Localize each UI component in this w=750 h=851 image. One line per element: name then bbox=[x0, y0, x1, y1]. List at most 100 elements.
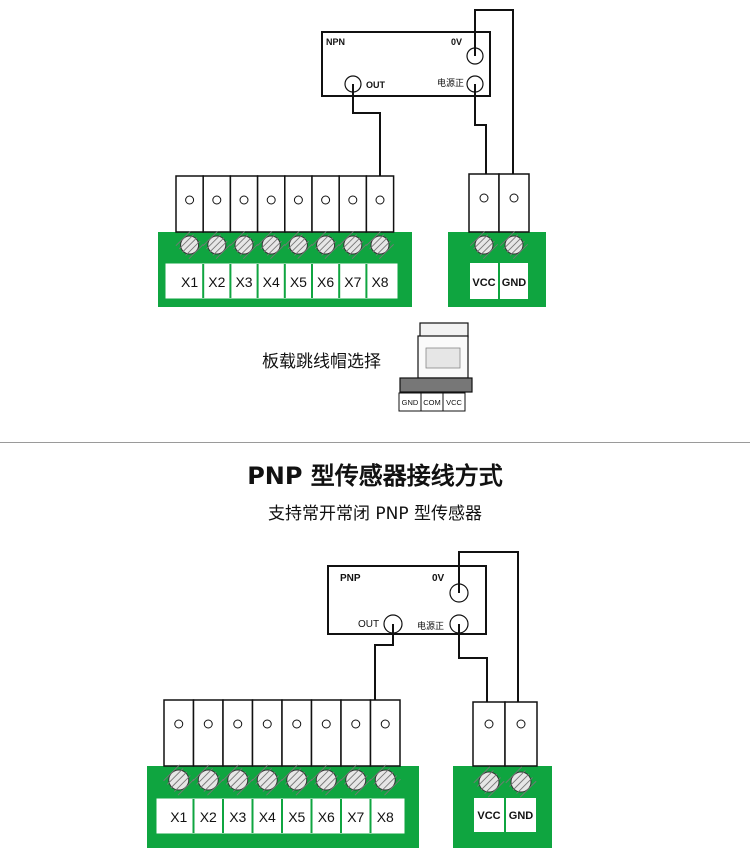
pnp-screw-icon bbox=[473, 766, 505, 798]
pnp-wire-out-x8 bbox=[374, 624, 394, 726]
pnp-pin-hole bbox=[321, 719, 331, 729]
pnp-power-block: VCC GND bbox=[453, 701, 552, 848]
pnp-input-pin bbox=[369, 699, 401, 767]
npn-type-label: NPN bbox=[326, 37, 345, 47]
npn-pin-hole bbox=[293, 195, 303, 205]
npn-power-cell bbox=[500, 263, 528, 299]
npn-terminal-label-x3: X3 bbox=[235, 274, 252, 290]
pnp-input-pin bbox=[163, 699, 195, 767]
jumper-label-vcc: VCC bbox=[446, 398, 462, 407]
pnp-pin-hole bbox=[351, 719, 361, 729]
npn-screw-icon bbox=[175, 231, 204, 259]
npn-terminal-label-x8: X8 bbox=[371, 274, 388, 290]
pnp-screw-icon bbox=[340, 764, 372, 796]
jumper-block: GND COM VCC bbox=[398, 322, 473, 412]
npn-terminal-label-x6: X6 bbox=[317, 274, 334, 290]
npn-screw-icon bbox=[230, 231, 258, 259]
pnp-section-subtitle: 支持常开常闭 PNP 型传感器 bbox=[267, 504, 483, 524]
pnp-wire-power-vcc bbox=[458, 624, 488, 724]
npn-terminal-label-x4: X4 bbox=[263, 274, 280, 290]
pnp-label-strip bbox=[155, 797, 406, 835]
npn-pin-hole bbox=[185, 195, 195, 205]
npn-screw-icon bbox=[284, 231, 313, 259]
pnp-screw-icon bbox=[281, 764, 313, 796]
pnp-pin-hole bbox=[174, 719, 184, 729]
npn-screw-icon bbox=[202, 231, 231, 259]
npn-pin-hole bbox=[509, 193, 519, 203]
npn-power-pin bbox=[498, 173, 530, 233]
npn-screw-icon bbox=[470, 231, 498, 259]
pnp-pin-hole bbox=[262, 719, 272, 729]
npn-screw-icon bbox=[500, 231, 528, 259]
pnp-screw-icon bbox=[369, 764, 401, 796]
jumper-label-gnd: GND bbox=[402, 398, 419, 407]
pnp-screw-icon bbox=[251, 764, 283, 796]
npn-pin-hole bbox=[375, 195, 385, 205]
npn-power-block: VCC GND bbox=[448, 173, 546, 307]
npn-out-label: OUT bbox=[366, 80, 386, 90]
pnp-pin-hole bbox=[484, 719, 494, 729]
pnp-input-pin bbox=[340, 699, 372, 767]
pnp-power-label: 电源正 bbox=[417, 620, 444, 631]
pnp-power-cell bbox=[506, 798, 536, 832]
pnp-terminal-label-x8: X8 bbox=[377, 809, 394, 825]
npn-pin-hole bbox=[321, 195, 331, 205]
npn-screw-icon bbox=[311, 231, 340, 259]
npn-power-pin bbox=[468, 173, 500, 233]
npn-power-cell bbox=[470, 263, 498, 299]
jumper-header-base bbox=[399, 377, 473, 393]
npn-wire-out-x8 bbox=[352, 84, 381, 201]
pnp-wires bbox=[374, 551, 519, 726]
npn-terminal-label-x1: X1 bbox=[181, 274, 198, 290]
pnp-terminal-label-x4: X4 bbox=[259, 809, 276, 825]
pnp-input-pin bbox=[251, 699, 283, 767]
pnp-screw-icon bbox=[222, 764, 254, 796]
pnp-pin-hole bbox=[233, 719, 243, 729]
section-divider bbox=[0, 442, 750, 443]
npn-0v-label: 0V bbox=[451, 37, 462, 47]
pnp-wire-0v-gnd bbox=[458, 551, 519, 724]
pnp-power-label-vcc: VCC bbox=[477, 810, 500, 822]
pnp-section-title: PNP 型传感器接线方式 bbox=[247, 462, 503, 490]
pnp-input-pin bbox=[222, 699, 254, 767]
npn-pin-hole bbox=[348, 195, 358, 205]
npn-pin-hole bbox=[266, 195, 276, 205]
npn-wire-0v-gnd bbox=[474, 9, 514, 199]
pnp-terminal-label-x2: X2 bbox=[200, 809, 217, 825]
pnp-pin-hole bbox=[292, 719, 302, 729]
pnp-input-pin bbox=[281, 699, 313, 767]
npn-pin-hole bbox=[479, 193, 489, 203]
npn-power-label: 电源正 bbox=[437, 77, 464, 88]
npn-power-label-vcc: VCC bbox=[472, 277, 495, 289]
pnp-type-label: PNP bbox=[340, 573, 361, 584]
jumper-caption: 板载跳线帽选择 bbox=[262, 352, 381, 372]
npn-pin-hole bbox=[239, 195, 249, 205]
npn-terminal-label-x7: X7 bbox=[344, 274, 361, 290]
pnp-terminal-label-x3: X3 bbox=[229, 809, 246, 825]
pnp-pin-hole bbox=[516, 719, 526, 729]
jumper-label-com: COM bbox=[423, 398, 441, 407]
pnp-power-pin bbox=[504, 701, 538, 767]
pnp-0v-label: 0V bbox=[432, 573, 445, 584]
pnp-pin-hole bbox=[380, 719, 390, 729]
npn-label-strip bbox=[164, 262, 399, 300]
npn-terminal-label-x5: X5 bbox=[290, 274, 307, 290]
pnp-terminal-label-x6: X6 bbox=[318, 809, 335, 825]
npn-power-label-gnd: GND bbox=[502, 277, 527, 289]
pnp-screw-icon bbox=[192, 764, 224, 796]
pnp-sensor-box: PNP 0V 电源正 OUT bbox=[327, 565, 487, 635]
npn-pin-hole bbox=[212, 195, 222, 205]
npn-sensor-box: NPN 0V 电源正 OUT bbox=[321, 31, 491, 97]
npn-wires bbox=[352, 9, 514, 201]
jumper-label-strip bbox=[398, 392, 466, 412]
npn-wire-power-vcc bbox=[474, 84, 487, 199]
pnp-power-cell bbox=[474, 798, 504, 832]
pnp-power-label-gnd: GND bbox=[509, 810, 534, 822]
npn-screw-icon bbox=[257, 231, 286, 259]
pnp-terminal-label-x1: X1 bbox=[170, 809, 187, 825]
